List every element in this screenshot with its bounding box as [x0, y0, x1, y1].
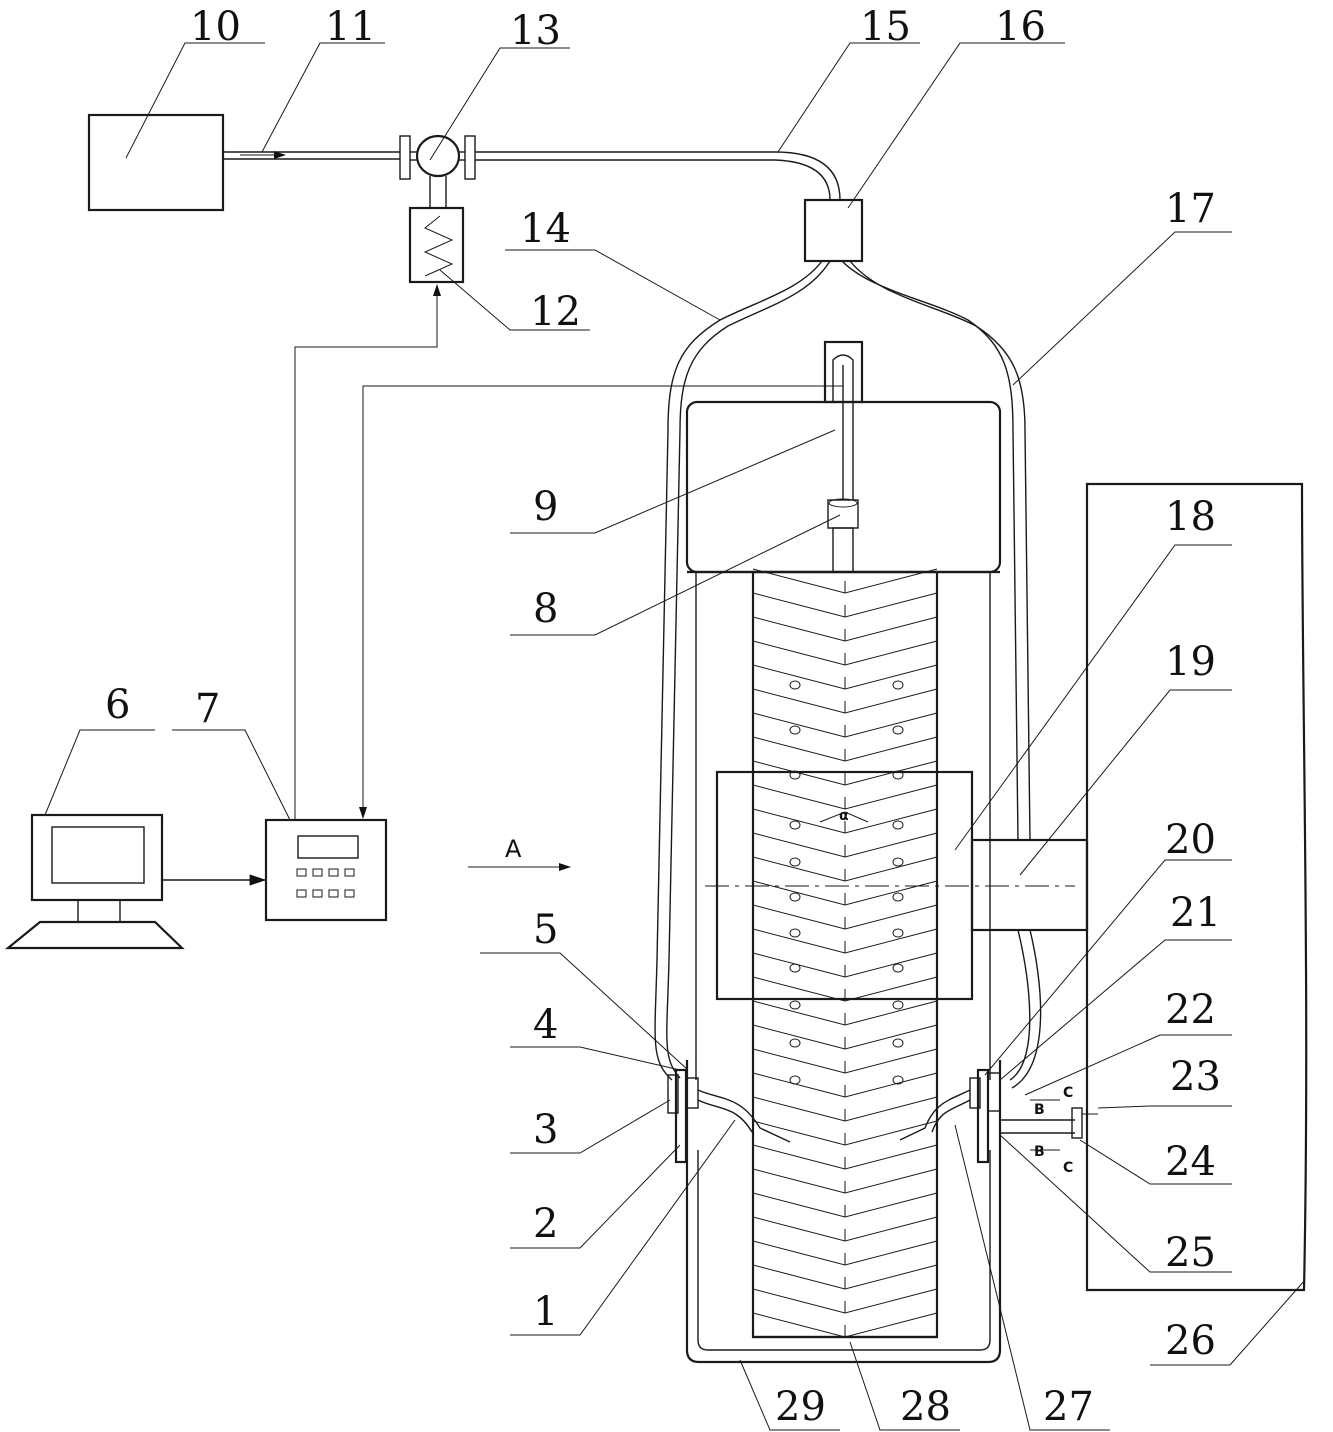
- label-7: 7: [195, 686, 220, 732]
- label-25: 25: [1165, 1230, 1216, 1276]
- label-27: 27: [1043, 1384, 1094, 1430]
- plate-hole: [790, 893, 800, 901]
- plate-hole: [790, 681, 800, 689]
- plate-hole: [790, 821, 800, 829]
- plate-hole: [893, 929, 903, 937]
- label-29: 29: [775, 1384, 826, 1430]
- plate-hole: [790, 964, 800, 972]
- label-6: 6: [105, 682, 130, 728]
- label-23: 23: [1170, 1054, 1221, 1100]
- plate-hole: [790, 726, 800, 734]
- leader-lines: [45, 43, 1305, 1430]
- section-b-top: B: [1034, 1102, 1045, 1118]
- label-24: 24: [1165, 1139, 1216, 1185]
- inlet-pipe: [223, 152, 400, 159]
- plate-hole: [893, 858, 903, 866]
- label-26: 26: [1165, 1318, 1216, 1364]
- heater: [410, 208, 463, 282]
- source-box: [89, 115, 223, 210]
- label-18: 18: [1165, 494, 1216, 540]
- outer-vessel: [687, 1060, 1000, 1362]
- plate-hole: [893, 726, 903, 734]
- label-20: 20: [1165, 817, 1216, 863]
- side-mount: [972, 840, 1087, 930]
- label-11: 11: [325, 4, 376, 50]
- distributor: [805, 200, 862, 261]
- plate-hole: [893, 1039, 903, 1047]
- plate-hole: [893, 1001, 903, 1009]
- heater-signal-line: [295, 285, 437, 820]
- label-13: 13: [510, 8, 561, 54]
- label-5: 5: [533, 907, 558, 953]
- plate-hole: [893, 681, 903, 689]
- plate-hole: [790, 858, 800, 866]
- label-2: 2: [533, 1201, 558, 1247]
- label-17: 17: [1165, 186, 1216, 232]
- label-14: 14: [520, 206, 571, 252]
- label-12: 12: [530, 289, 581, 335]
- label-9: 9: [533, 484, 558, 530]
- plate-hole: [893, 821, 903, 829]
- label-28: 28: [900, 1384, 951, 1430]
- right-branch-pipe: [842, 261, 1041, 1088]
- plate-hole: [893, 964, 903, 972]
- section-c-bottom: C: [1063, 1160, 1073, 1176]
- label-21: 21: [1170, 890, 1221, 936]
- plate-hole: [893, 893, 903, 901]
- valve: [400, 136, 475, 208]
- label-15: 15: [860, 4, 911, 50]
- plate-hole: [790, 929, 800, 937]
- label-19: 19: [1165, 639, 1216, 685]
- main-supply-pipe: [475, 152, 840, 200]
- chevron-stack: [753, 569, 937, 1337]
- controller: [266, 820, 386, 920]
- label-10: 10: [190, 4, 241, 50]
- label-1: 1: [533, 1289, 558, 1335]
- label-8: 8: [533, 586, 558, 632]
- probe-signal-line: [363, 386, 843, 818]
- left-branch-pipe: [655, 261, 830, 1080]
- label-16: 16: [995, 4, 1046, 50]
- plate-hole: [790, 1039, 800, 1047]
- plate-hole: [790, 1076, 800, 1084]
- section-b-bottom: B: [1034, 1144, 1045, 1160]
- left-flange: [668, 1070, 790, 1162]
- angle-label: α: [839, 808, 849, 824]
- computer: [8, 815, 182, 948]
- section-c-top: C: [1063, 1085, 1073, 1101]
- view-label: A: [505, 835, 522, 863]
- probe-assembly: [825, 342, 862, 572]
- plate-hole: [790, 1001, 800, 1009]
- label-22: 22: [1165, 987, 1216, 1033]
- label-4: 4: [533, 1002, 558, 1048]
- label-3: 3: [533, 1107, 558, 1153]
